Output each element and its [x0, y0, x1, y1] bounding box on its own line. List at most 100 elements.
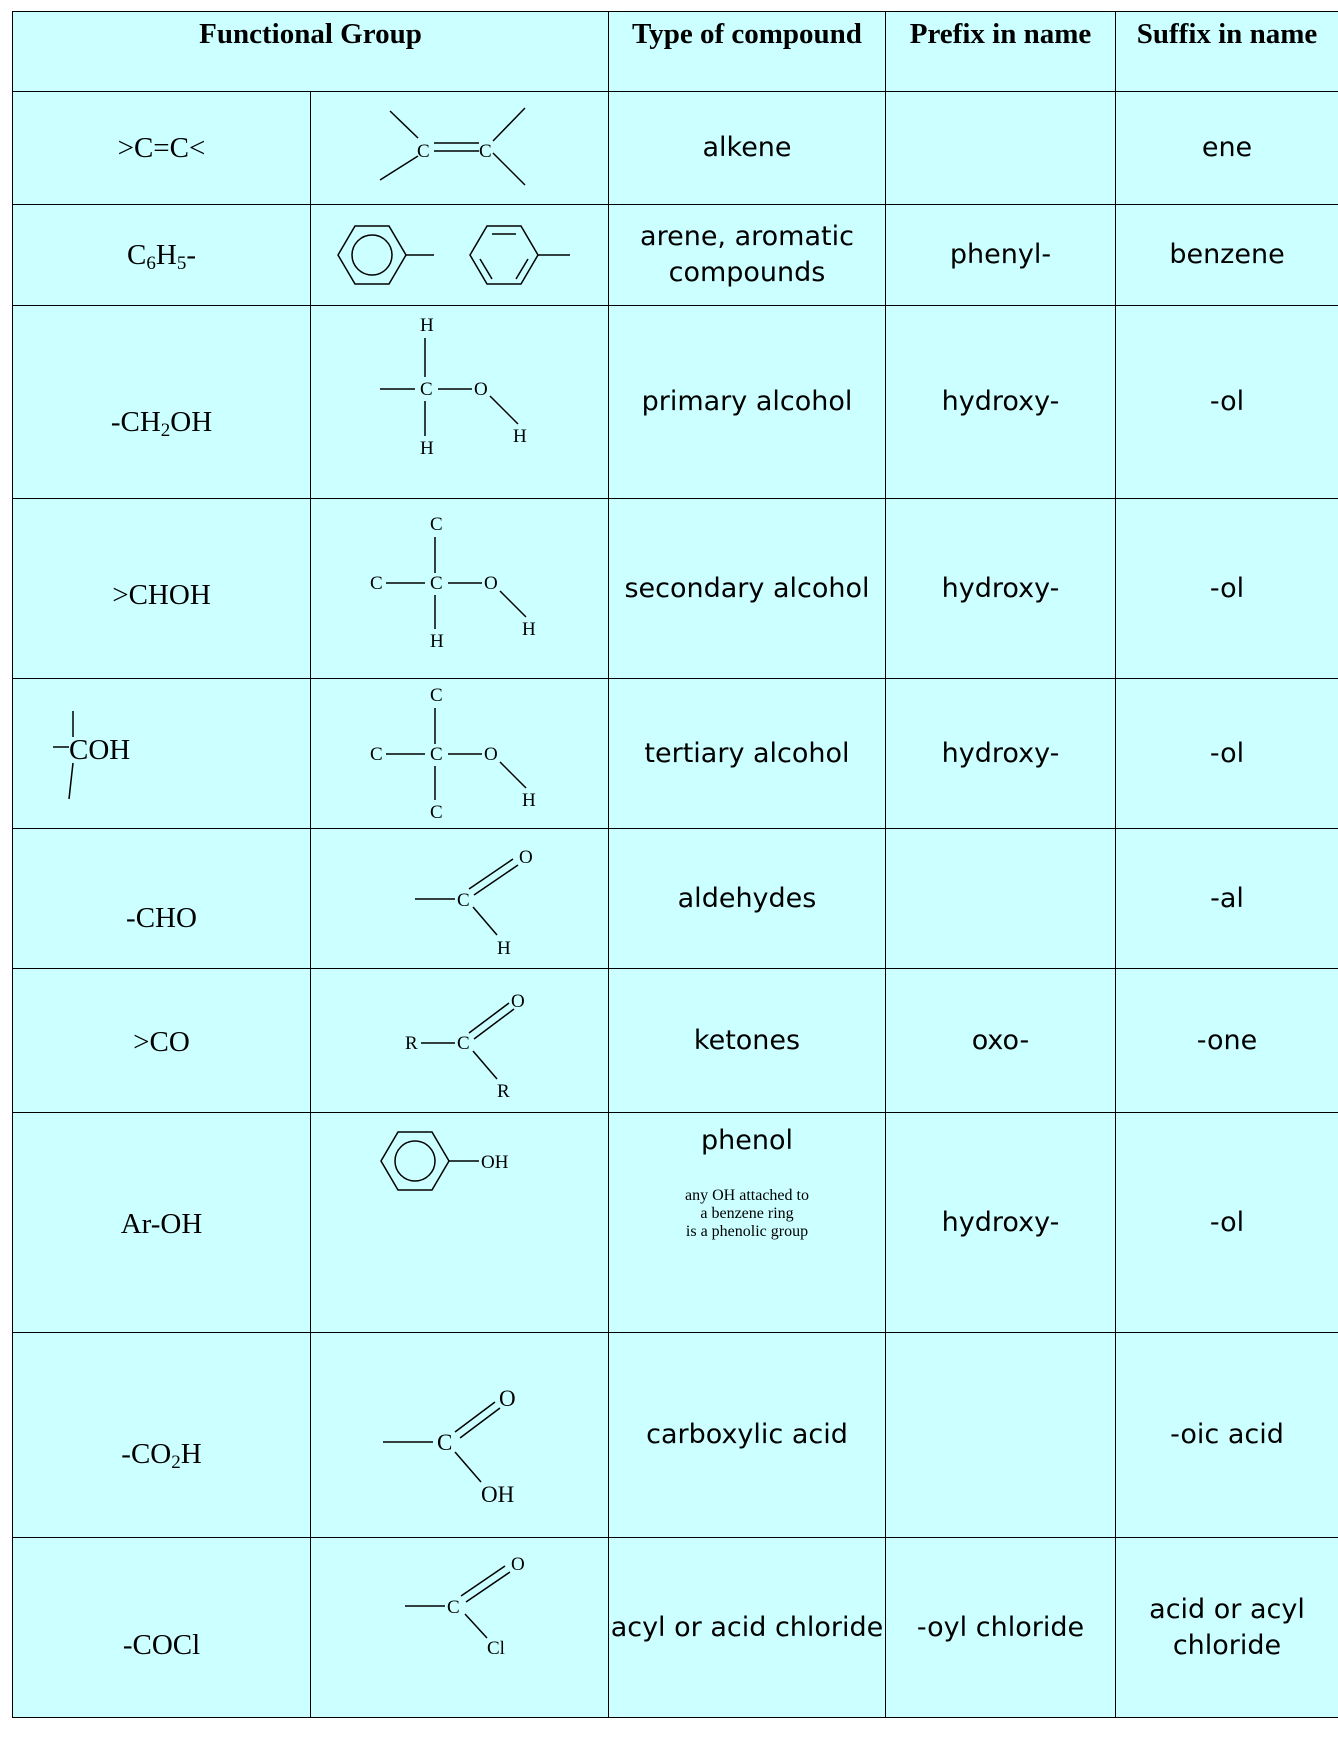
atom-label: C	[457, 890, 470, 911]
formula-part: -CH	[110, 405, 161, 438]
atom-label: C	[420, 379, 433, 400]
atom-label: C	[479, 141, 492, 162]
header-type-of-compound: Type of compound	[608, 11, 886, 92]
header-functional-group: Functional Group	[12, 11, 609, 92]
table-row: >C=C< C C alkene ene	[12, 91, 1338, 205]
structure-cell: C C C O H H	[310, 498, 609, 679]
atom-label: C	[430, 685, 443, 706]
group-formula: COH	[12, 678, 311, 829]
atom-label: H	[420, 438, 434, 459]
suffix: -one	[1115, 968, 1338, 1113]
phenol-note: any OH attached to a benzene ring is a p…	[610, 1187, 885, 1241]
atom-label: O	[499, 1386, 516, 1411]
atom-label: C	[457, 1033, 470, 1054]
header-suffix-in-name: Suffix in name	[1115, 11, 1338, 92]
formula-subscript: 2	[160, 419, 171, 441]
structure-cell: C C	[310, 91, 609, 205]
structure-cell: OH	[310, 1112, 609, 1333]
table-row: -CH2OH H C O H H primary alcohol hydroxy…	[12, 305, 1338, 499]
type-label: phenol	[701, 1125, 793, 1156]
suffix: -ol	[1115, 498, 1338, 679]
formula-part: -	[186, 238, 196, 271]
header-row: Functional Group Type of compound Prefix…	[12, 11, 1338, 92]
atom-label: O	[474, 379, 488, 400]
atom-label: H	[497, 938, 511, 959]
suffix: ene	[1115, 91, 1338, 205]
suffix: benzene	[1115, 204, 1338, 306]
group-formula: >CO	[12, 968, 311, 1113]
type-of-compound: tertiary alcohol	[608, 678, 886, 829]
formula-subscript: 6	[146, 252, 156, 274]
formula-subscript: 2	[171, 1451, 181, 1473]
formula-part: OH	[170, 405, 213, 438]
prefix: phenyl-	[885, 204, 1116, 306]
note-line: is a phenolic group	[685, 1223, 809, 1240]
group-formula: >C=C<	[12, 91, 311, 205]
group-formula: -COCl	[12, 1537, 311, 1718]
type-of-compound: acyl or acid chloride	[608, 1537, 886, 1718]
atom-label: O	[484, 744, 498, 765]
table-row: >CHOH C C C O H H secondary alcohol hydr…	[12, 498, 1338, 679]
atom-label: O	[519, 847, 533, 868]
atom-label: H	[430, 631, 444, 652]
atom-label: Cl	[487, 1638, 505, 1659]
suffix: -ol	[1115, 305, 1338, 499]
suffix: -ol	[1115, 678, 1338, 829]
prefix	[885, 828, 1116, 969]
table-row: -CO2H O C OH carboxylic acid -oic acid	[12, 1332, 1338, 1538]
secondary-alcohol-structure: C C C O H H	[370, 514, 536, 652]
atom-label: O	[511, 991, 525, 1012]
table-row: COH C C C O H C tertiary alcohol hydroxy…	[12, 678, 1338, 829]
structure-cell	[310, 204, 609, 306]
acyl-chloride-structure: O C Cl	[405, 1554, 525, 1659]
group-formula: -CO2H	[12, 1332, 311, 1538]
structure-cell: O C OH	[310, 1332, 609, 1538]
structure-cell: O C H	[310, 828, 609, 969]
atom-label: C	[430, 573, 443, 594]
table-row: -CHO O C H aldehydes -al	[12, 828, 1338, 969]
atom-label: H	[420, 315, 434, 336]
atom-label: R	[405, 1033, 418, 1054]
atom-label: C	[370, 573, 383, 594]
functional-groups-table: Functional Group Type of compound Prefix…	[12, 11, 1338, 1718]
atom-label: OH	[481, 1482, 514, 1507]
group-formula-text: -CHO	[126, 902, 197, 934]
table-row: -COCl O C Cl acyl or acid chloride -oyl …	[12, 1537, 1338, 1718]
structure-cell: O R C R	[310, 968, 609, 1113]
phenyl-structure	[336, 225, 570, 285]
group-formula-text: >CHOH	[112, 579, 211, 611]
type-of-compound: primary alcohol	[608, 305, 886, 499]
atom-label: R	[497, 1081, 510, 1102]
table-row: >CO O R C R ketones oxo- -one	[12, 968, 1338, 1113]
carboxylic-acid-structure: O C OH	[383, 1386, 516, 1507]
table-row: Ar-OH OH phenol any OH attached to a ben…	[12, 1112, 1338, 1333]
prefix: hydroxy-	[885, 678, 1116, 829]
atom-label: C	[430, 802, 443, 823]
group-formula-text: >CO	[133, 1026, 190, 1058]
group-formula-text: >C=C<	[117, 131, 206, 164]
atom-label: C	[417, 141, 430, 162]
ketone-structure: O R C R	[405, 991, 525, 1102]
formula-part: H	[180, 1437, 202, 1470]
prefix: hydroxy-	[885, 305, 1116, 499]
group-formula: C6H5-	[12, 204, 311, 306]
note-line: a benzene ring	[700, 1205, 794, 1222]
formula-subscript: 5	[176, 252, 187, 274]
suffix: -oic acid	[1115, 1332, 1338, 1538]
aldehyde-structure: O C H	[415, 847, 533, 959]
atom-label: H	[513, 426, 527, 447]
group-formula-text: Ar-OH	[120, 1208, 203, 1240]
formula-part: -CO	[121, 1437, 172, 1470]
atom-label: C	[437, 1430, 452, 1455]
group-formula-text: -COCl	[122, 1629, 201, 1661]
group-formula-text: COH	[69, 734, 130, 766]
group-formula: >CHOH	[12, 498, 311, 679]
tertiary-alcohol-structure: C C C O H C	[370, 685, 536, 823]
structure-cell: C C C O H C	[310, 678, 609, 829]
note-line: any OH attached to	[685, 1187, 809, 1204]
group-formula: -CHO	[12, 828, 311, 969]
type-of-compound: secondary alcohol	[608, 498, 886, 679]
primary-alcohol-structure: H C O H H	[379, 315, 527, 459]
group-formula: -CH2OH	[12, 305, 311, 499]
atom-label: H	[522, 619, 536, 640]
